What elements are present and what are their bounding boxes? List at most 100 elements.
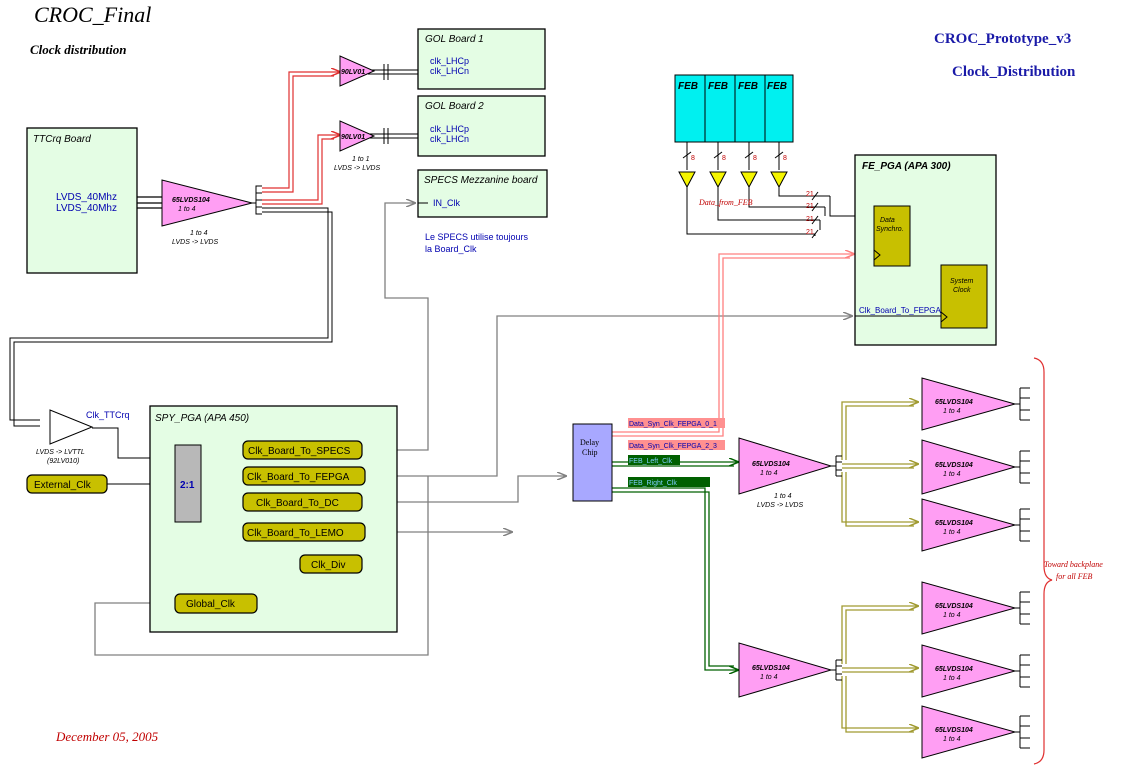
specs-mezzanine-board: SPECS Mezzanine board IN_Clk xyxy=(417,169,548,218)
spy-output-clk-div-label: Clk_Div xyxy=(311,560,345,571)
ttcrq-output-1: LVDS_40Mhz xyxy=(56,192,117,203)
wire-translator-to-mux xyxy=(92,427,175,458)
fanout-driver-bottom: 65LVDS104 1 to 4 xyxy=(738,642,842,698)
feb-bus-widths: 8 8 8 8 xyxy=(691,155,787,162)
output-driver-2-part: 65LVDS104 xyxy=(935,462,973,469)
spy-output-specs-label: Clk_Board_To_SPECS xyxy=(248,446,351,457)
gol-board-2: GOL Board 2 clk_LHCp clk_LHCn xyxy=(417,95,546,157)
delay-signal-1: Data_Syn_Clk_FEPGA_2_3 xyxy=(629,443,717,450)
delay-chip: Delay Chip xyxy=(572,423,613,502)
backplane-brace xyxy=(1033,357,1053,765)
gol-driver-1: 90LV01 xyxy=(339,55,376,87)
delay-signal-0: Data_Syn_Clk_FEPGA_0_1 xyxy=(629,421,717,428)
output-driver-2: 65LVDS104 1 to 4 xyxy=(921,439,1030,495)
feb-link-width-4: 21 xyxy=(806,229,814,236)
delay-chip-label-2: Chip xyxy=(582,448,598,457)
feb-bus-width-3: 8 xyxy=(753,155,757,162)
feb-label-3: FEB xyxy=(738,81,758,92)
fanout-top-caption-1: 1 to 4 xyxy=(774,493,792,500)
output-driver-5: 65LVDS104 1 to 4 xyxy=(921,644,1030,698)
fe-pga-board: FE_PGA (APA 300) Data Synchro. System Cl… xyxy=(854,154,997,346)
spy-output-lemo: Clk_Board_To_LEMO xyxy=(242,522,366,542)
output-driver-3-ratio: 1 to 4 xyxy=(943,529,961,536)
clk-ttcrq-label: Clk_TTCrq xyxy=(86,410,130,420)
data-synchro-label-2: Synchro. xyxy=(876,226,904,233)
output-driver-4: 65LVDS104 1 to 4 xyxy=(921,581,1030,635)
lvds-lvttl-translator: Clk_TTCrq LVDS -> LVTTL (92LV010) xyxy=(36,409,130,465)
feb-link-width-3: 21 xyxy=(806,216,814,223)
output-driver-5-part: 65LVDS104 xyxy=(935,666,973,673)
fe-pga-clk-input: Clk_Board_To_FEPGA xyxy=(859,306,941,315)
spy-output-specs: Clk_Board_To_SPECS xyxy=(242,440,363,460)
system-clock-label-2: Clock xyxy=(953,287,971,294)
output-driver-6-part: 65LVDS104 xyxy=(935,727,973,734)
delay-signal-2: FEB_Left_Clk xyxy=(629,458,673,465)
main-driver-caption-1: 1 to 4 xyxy=(190,230,208,237)
feb-link-width-1: 21 xyxy=(806,191,814,198)
fanout-top-part: 65LVDS104 xyxy=(752,461,790,468)
ttcrq-board: TTCrq Board LVDS_40Mhz LVDS_40Mhz xyxy=(26,127,138,274)
fanout-bottom-part: 65LVDS104 xyxy=(752,665,790,672)
global-clk: Global_Clk xyxy=(174,593,258,614)
specs-board-title: SPECS Mezzanine board xyxy=(424,175,538,186)
gol-driver-2-caption-2: LVDS -> LVDS xyxy=(334,165,380,172)
feb-bus-width-1: 8 xyxy=(691,155,695,162)
wire-feb-bus xyxy=(682,142,872,239)
translator-caption-1: LVDS -> LVTTL xyxy=(36,449,85,456)
date-label: December 05, 2005 xyxy=(55,729,159,744)
feb-link-widths: 21 21 21 21 xyxy=(806,191,814,236)
output-driver-2-ratio: 1 to 4 xyxy=(943,471,961,478)
output-driver-6-ratio: 1 to 4 xyxy=(943,736,961,743)
fanout-top-caption-2: LVDS -> LVDS xyxy=(757,502,803,509)
data-from-feb-label: Data_from_FEB xyxy=(698,198,753,207)
main-driver-caption-2: LVDS -> LVDS xyxy=(172,239,218,246)
specs-input-label: IN_Clk xyxy=(433,198,461,208)
global-clk-label: Global_Clk xyxy=(186,599,236,610)
gol-board-1-title: GOL Board 1 xyxy=(425,34,484,45)
fe-pga-title: FE_PGA (APA 300) xyxy=(862,161,951,172)
wire-fanout-top-outputs xyxy=(841,402,918,527)
spy-output-clk-div: Clk_Div xyxy=(299,554,363,574)
output-driver-4-ratio: 1 to 4 xyxy=(943,612,961,619)
output-driver-3-part: 65LVDS104 xyxy=(935,520,973,527)
distribution-label: Clock_Distribution xyxy=(952,64,1076,80)
ttcrq-output-2: LVDS_40Mhz xyxy=(56,203,117,214)
feb-bus-width-2: 8 xyxy=(722,155,726,162)
spy-output-dc-label: Clk_Board_To_DC xyxy=(256,498,339,509)
main-lvds-driver: 65LVDS104 1 to 4 1 to 4 LVDS -> LVDS xyxy=(161,179,262,246)
wire-driver-to-gol1 xyxy=(262,72,340,193)
gol-board-2-clk-n: clk_LHCn xyxy=(430,134,469,144)
output-driver-1-ratio: 1 to 4 xyxy=(943,408,961,415)
fanout-top-ratio: 1 to 4 xyxy=(760,470,778,477)
external-clk: External_Clk xyxy=(26,474,108,494)
wire-spy-to-fepga xyxy=(365,316,852,477)
wire-driver-to-translator xyxy=(9,207,333,427)
gol-driver-2-part: 90LV01 xyxy=(341,134,365,141)
system-clock-label-1: System xyxy=(950,278,974,285)
feb-bus-width-4: 8 xyxy=(783,155,787,162)
external-clk-label: External_Clk xyxy=(34,480,92,491)
fanout-driver-top: 65LVDS104 1 to 4 1 to 4 LVDS -> LVDS xyxy=(738,437,842,509)
specs-note-1: Le SPECS utilise toujours xyxy=(425,232,529,242)
wire-spy-to-specs xyxy=(362,203,429,451)
specs-note-2: la Board_Clk xyxy=(425,244,477,254)
output-drivers: 65LVDS104 1 to 4 65LVDS104 1 to 4 65LVDS… xyxy=(921,377,1030,759)
wire-driver-to-gol2 xyxy=(262,135,340,205)
main-driver-ratio: 1 to 4 xyxy=(178,206,196,213)
gol-driver-2: 90LV01 1 to 1 LVDS -> LVDS xyxy=(334,120,380,172)
gol-board-1-clk-n: clk_LHCn xyxy=(430,66,469,76)
spy-output-fepga: Clk_Board_To_FEPGA xyxy=(242,466,366,486)
backplane-label-1: Toward backplane xyxy=(1044,560,1103,569)
gol-driver-2-caption-1: 1 to 1 xyxy=(352,156,370,163)
feb-buffers xyxy=(678,171,788,189)
feb-modules: FEB FEB FEB FEB xyxy=(674,74,794,143)
delay-chip-label-1: Delay xyxy=(580,438,599,447)
feb-label-1: FEB xyxy=(678,81,698,92)
mux-label: 2:1 xyxy=(180,480,195,491)
wire-delay-to-fanout-bottom xyxy=(612,487,738,670)
spy-output-lemo-label: Clk_Board_To_LEMO xyxy=(247,528,344,539)
gol-board-1: GOL Board 1 clk_LHCp clk_LHCn xyxy=(417,28,546,90)
wire-fanout-bottom-outputs xyxy=(841,606,918,733)
output-driver-1: 65LVDS104 1 to 4 xyxy=(921,377,1030,431)
